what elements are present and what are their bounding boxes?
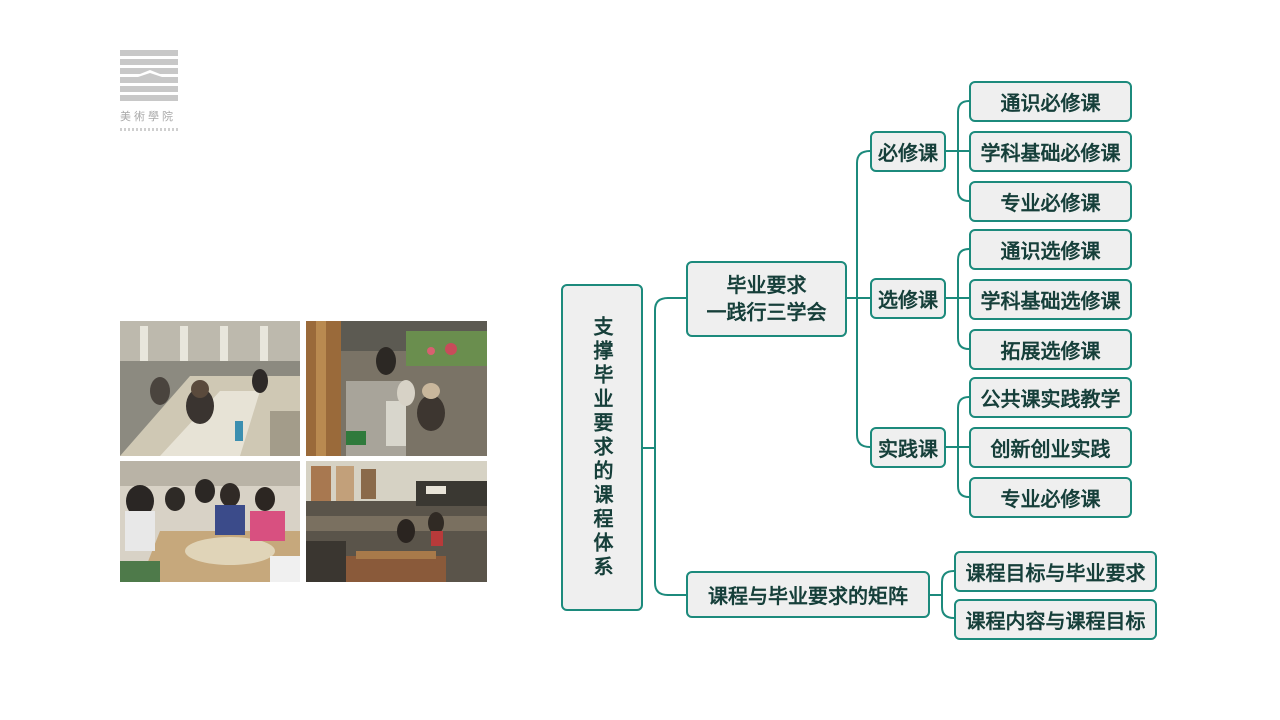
- node-practice-courses: 实践课: [870, 427, 946, 468]
- photo-studio-painting: [120, 321, 300, 456]
- leaf-content-vs-goals: 课程内容与课程目标: [954, 599, 1157, 640]
- photo-outdoor-sketching: [306, 321, 487, 456]
- photo-exhibition-room: [306, 461, 487, 582]
- leaf-public-practice: 公共课实践教学: [969, 377, 1132, 418]
- institution-logo: 美術學院: [120, 50, 180, 131]
- logo-stripes-icon: [120, 50, 178, 101]
- photo-group-craft: [120, 461, 300, 582]
- logo-subtitle-line: [120, 128, 178, 131]
- node-required-courses: 必修课: [870, 131, 946, 172]
- leaf-general-required: 通识必修课: [969, 81, 1132, 122]
- node-graduation-requirements: 毕业要求 一践行三学会: [686, 261, 847, 337]
- node-graduation-requirements-line1: 毕业要求: [726, 273, 807, 297]
- node-elective-courses: 选修课: [870, 278, 946, 319]
- leaf-general-elective: 通识选修课: [969, 229, 1132, 270]
- leaf-goals-vs-requirements: 课程目标与毕业要求: [954, 551, 1157, 592]
- leaf-major-required: 专业必修课: [969, 181, 1132, 222]
- leaf-major-practice: 专业必修课: [969, 477, 1132, 518]
- leaf-foundation-required: 学科基础必修课: [969, 131, 1132, 172]
- leaf-foundation-elective: 学科基础选修课: [969, 279, 1132, 320]
- leaf-innovation-practice: 创新创业实践: [969, 427, 1132, 468]
- root-node: 支撑毕业要求的课程体系: [561, 284, 643, 611]
- root-label: 支撑毕业要求的课程体系: [590, 315, 614, 580]
- logo-text: 美術學院: [120, 110, 176, 123]
- leaf-extension-elective: 拓展选修课: [969, 329, 1132, 370]
- node-course-matrix: 课程与毕业要求的矩阵: [686, 571, 930, 618]
- node-graduation-requirements-line2: 一践行三学会: [706, 300, 827, 324]
